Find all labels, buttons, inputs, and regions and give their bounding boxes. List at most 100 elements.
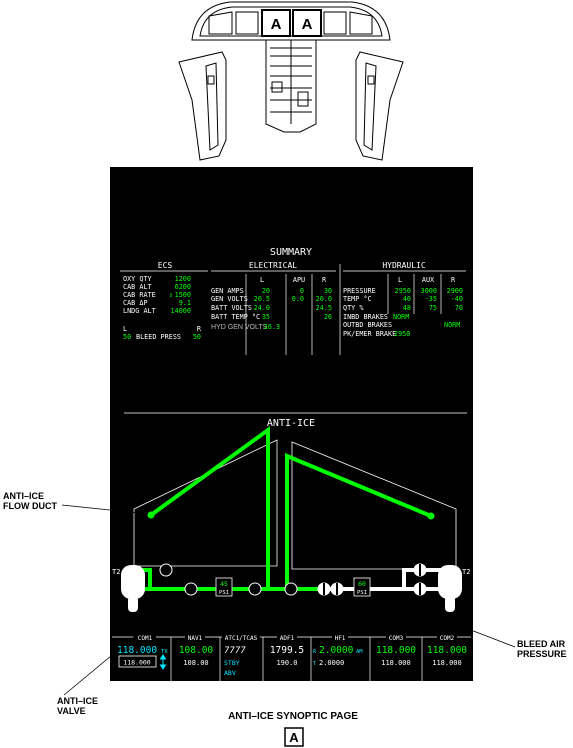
callout-valve-line1: ANTI–ICE xyxy=(57,696,98,706)
com3-active-freq[interactable]: 118.000 xyxy=(376,645,416,656)
hyd-qty-r: 70 xyxy=(455,304,463,312)
ecs-oxy-label: OXY QTY xyxy=(123,275,152,283)
com1-label: COM1 xyxy=(138,635,153,642)
elec-hyd-gen-label: HYD GEN VOLTS xyxy=(211,324,268,331)
left-engine-icon xyxy=(121,565,145,612)
psi-left-value: 45 xyxy=(220,580,228,588)
com2-active-freq[interactable]: 118.000 xyxy=(427,645,467,656)
ecs-bleed-press-label: BLEED PRESS xyxy=(136,333,181,341)
callout-valve-line2: VALVE xyxy=(57,706,86,716)
com3-label: COM3 xyxy=(389,635,404,642)
ecs-cab-dp-value: 9.1 xyxy=(179,299,191,307)
elec-batt-volts-l: 24.0 xyxy=(254,304,270,312)
nav1-label: NAV1 xyxy=(188,635,203,642)
hyd-col-r: R xyxy=(451,276,456,284)
adf1-standby-freq[interactable]: 190.0 xyxy=(276,659,297,667)
callout-flow-duct-line1: ANTI–ICE xyxy=(3,491,44,501)
hyd-temp-r: -40 xyxy=(451,295,463,303)
elec-col-l: L xyxy=(260,276,264,284)
hyd-temp-aux: -35 xyxy=(425,295,437,303)
com1-standby-box[interactable] xyxy=(118,655,157,668)
hf1-am-label: AM xyxy=(356,649,363,655)
anti-ice-valve-icon xyxy=(159,563,173,577)
ecs-oxy-value: 1200 xyxy=(175,275,191,283)
hf1-label: HF1 xyxy=(335,635,346,642)
hyd-qty-l: 48 xyxy=(403,304,411,312)
hyd-pressure-label: PRESSURE xyxy=(343,287,376,295)
t2-right-label: T2 xyxy=(462,568,470,576)
elec-col-apu: APU xyxy=(293,276,305,284)
hyd-col-aux: AUX xyxy=(422,276,435,284)
elec-gen-volts-r: 20.0 xyxy=(316,295,332,303)
left-duct-end-dot xyxy=(147,511,155,519)
ecs-lndg-alt-value: 14000 xyxy=(171,307,191,315)
adf1-label: ADF1 xyxy=(280,635,295,642)
hyd-inbd-label: INBD BRAKES xyxy=(343,313,388,321)
hyd-inbd-value: NORM xyxy=(393,313,409,321)
elec-batt-volts-label: BATT VOLTS xyxy=(211,304,252,312)
ecs-bleed-r-value: 50 xyxy=(193,333,201,341)
elec-gen-amps-r: 30 xyxy=(324,287,332,295)
ecs-bleed-l-value: 50 xyxy=(123,333,131,341)
atc-label: ATC1/TCAS xyxy=(225,635,258,642)
hyd-pressure-l: 2950 xyxy=(395,287,411,295)
hf1-t-tag: T xyxy=(313,661,316,667)
hyd-qty-aux: 75 xyxy=(429,304,437,312)
hf1-standby-freq[interactable]: 2.0000 xyxy=(319,659,344,667)
callout-bleed-line2: PRESSURE xyxy=(517,649,567,659)
electrical-header: ELECTRICAL xyxy=(249,261,297,270)
psi-box-left: 45 PSI xyxy=(215,577,233,597)
ecs-cab-alt-label: CAB ALT xyxy=(123,283,152,291)
t2-left-label: T2 xyxy=(112,568,120,576)
bleed-air-duct xyxy=(330,568,453,591)
hyd-pressure-r: 2900 xyxy=(447,287,463,295)
psi-right-value: 60 xyxy=(358,580,366,588)
elec-gen-amps-l: 20 xyxy=(262,287,270,295)
hyd-pk-brake-label: PK/EMER BRAKE xyxy=(343,330,396,338)
anti-ice-title: ANTI-ICE xyxy=(267,418,315,429)
ecs-bleed-l-label: L xyxy=(123,325,127,333)
hyd-temp-label: TEMP °C xyxy=(343,295,372,303)
hyd-outbd-label: OUTBD BRAKES xyxy=(343,321,392,329)
com1-swap-arrow-icon[interactable] xyxy=(159,654,167,670)
com2-standby-freq[interactable]: 118.000 xyxy=(432,659,462,667)
atc-squawk-code[interactable]: 7777 xyxy=(224,646,246,656)
nav1-active-freq[interactable]: 108.00 xyxy=(179,645,214,656)
elec-col-r: R xyxy=(322,276,327,284)
hf1-r-tag: R xyxy=(313,649,317,655)
atc-mode-stby[interactable]: STBY xyxy=(224,659,240,667)
figure-caption: ANTI–ICE SYNOPTIC PAGE xyxy=(228,711,358,722)
hf1-active-freq[interactable]: 2.0000 xyxy=(319,645,354,656)
com3-standby-freq[interactable]: 118.000 xyxy=(381,659,411,667)
hyd-outbd-value: NORM xyxy=(444,321,460,329)
ecs-cab-rate-value: 1500 xyxy=(175,291,191,299)
cockpit-panel-drawing xyxy=(178,1,404,161)
atc-mode-abv[interactable]: ABV xyxy=(224,669,236,677)
hyd-qty-label: QTY % xyxy=(343,304,363,312)
elec-batt-volts-r: 24.5 xyxy=(316,304,332,312)
bleed-valve-group xyxy=(317,563,427,596)
elec-hyd-gen-value: 26.3 xyxy=(264,323,280,331)
callout-leader-lines xyxy=(61,504,516,696)
hyd-col-l: L xyxy=(398,276,402,284)
cockpit-tag-a-right: A xyxy=(302,16,313,33)
elec-batt-temp-l: 35 xyxy=(262,313,270,321)
adf1-active-freq[interactable]: 1799.5 xyxy=(270,645,304,656)
com1-standby-freq[interactable]: 118.000 xyxy=(123,659,150,667)
right-duct-end-dot xyxy=(427,512,435,520)
left-wing-outline xyxy=(133,439,278,567)
ecs-lndg-alt-label: LNDG ALT xyxy=(123,307,156,315)
cockpit-tag-a-left: A xyxy=(271,16,282,33)
elec-gen-volts-l: 20.5 xyxy=(254,295,270,303)
com1-tx-label: TX xyxy=(161,649,168,655)
psi-left-unit: PSI xyxy=(219,590,229,596)
nav1-standby-freq[interactable]: 108.00 xyxy=(183,659,208,667)
psi-box-right: 60 PSI xyxy=(353,577,371,597)
caption-tag: A xyxy=(289,730,299,745)
callout-flow-duct-line2: FLOW DUCT xyxy=(3,501,57,511)
ecs-bleed-r-label: R xyxy=(197,325,202,333)
summary-title: SUMMARY xyxy=(270,247,312,258)
com1-active-freq[interactable]: 118.000 xyxy=(117,645,157,656)
anti-ice-valve-icon xyxy=(248,582,262,596)
